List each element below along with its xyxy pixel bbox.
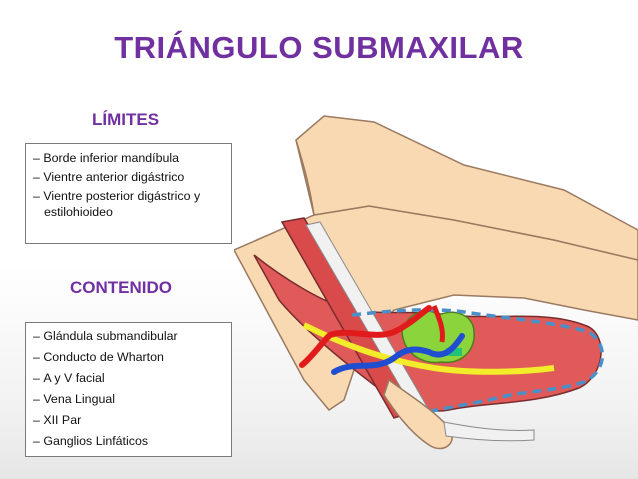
- facial-artery-branch: [431, 305, 445, 343]
- contenido-item: Ganglios Linfáticos: [33, 434, 225, 449]
- contenido-list: Glándula submandibular Conducto de Whart…: [33, 329, 225, 449]
- limites-item: Vientre posterior digástrico y estilohio…: [33, 188, 225, 220]
- limites-item: Borde inferior mandíbula: [33, 150, 225, 166]
- limites-list: Borde inferior mandíbula Vientre anterio…: [33, 150, 225, 220]
- facial-vein: [331, 333, 465, 375]
- facial-artery: [299, 305, 432, 368]
- digastric-tendon: [443, 421, 535, 442]
- contenido-item: Glándula submandibular: [33, 329, 225, 344]
- slide-title: TRIÁNGULO SUBMAXILAR: [114, 30, 524, 65]
- mandible-region: [295, 115, 638, 261]
- contenido-heading: CONTENIDO: [70, 278, 172, 297]
- hypoglossal-nerve: [302, 322, 555, 375]
- submandibular-triangle-anatomy: [234, 115, 638, 450]
- triangle-outline: [351, 308, 605, 417]
- limites-item: Vientre anterior digástrico: [33, 169, 225, 185]
- contenido-item: A y V facial: [33, 371, 225, 386]
- limites-heading: LÍMITES: [92, 110, 160, 129]
- ear-outline: [295, 139, 315, 216]
- contenido-item: Vena Lingual: [33, 392, 225, 407]
- limites-box: Borde inferior mandíbula Vientre anterio…: [25, 143, 232, 244]
- wharton-duct: [446, 348, 462, 356]
- contenido-item: Conducto de Wharton: [33, 350, 225, 365]
- contenido-box: Glándula submandibular Conducto de Whart…: [25, 322, 232, 457]
- hyoid-bone: [383, 378, 453, 450]
- contenido-item: XII Par: [33, 413, 225, 428]
